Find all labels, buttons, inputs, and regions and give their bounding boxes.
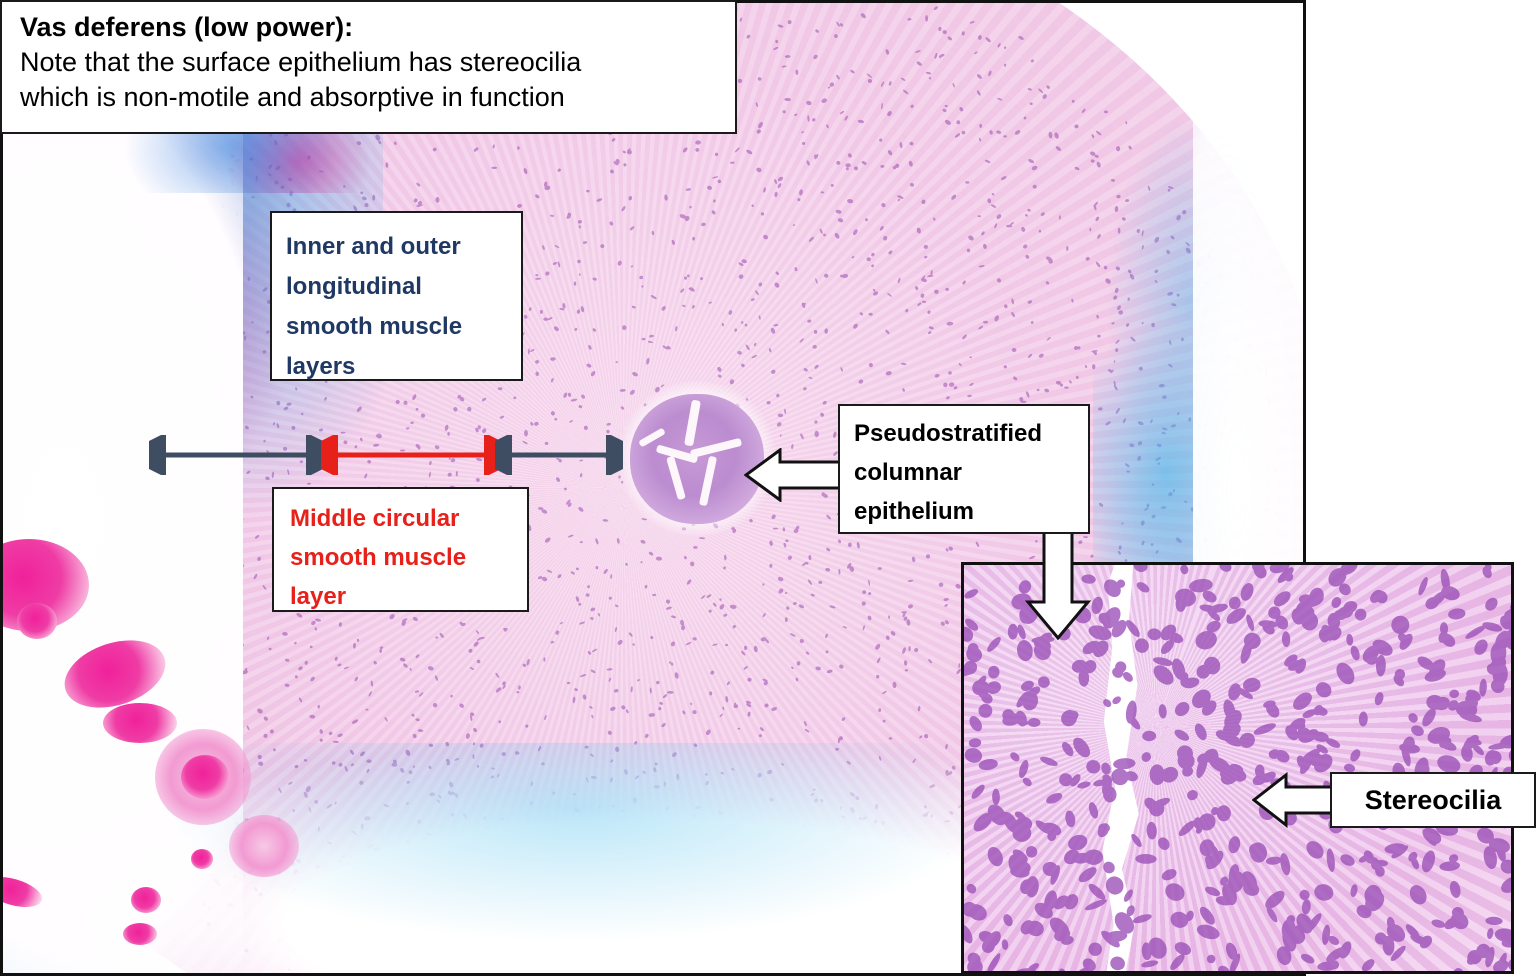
central-lumen [616,381,778,536]
label-line: Inner and outer [286,233,461,260]
blood-vessel [123,923,157,945]
label-box-stereocilia: Stereocilia [1330,772,1536,828]
blood-vessel [103,703,177,743]
inner-longitudinal-span-arrow [149,435,323,475]
title-line-3: which is non-motile and absorptive in fu… [20,82,565,112]
outer-longitudinal-span-arrow [495,435,623,475]
blood-vessel [131,887,161,913]
label-line: layers [286,353,356,380]
label-box-longitudinal-muscle: Inner and outer longitudinal smooth musc… [270,211,523,381]
label-line: Stereocilia [1364,784,1502,815]
label-line: Middle circular [290,505,460,532]
high-power-inset-panel [961,562,1514,974]
label-box-circular-muscle: Middle circular smooth muscle layer [272,487,529,612]
title-line-2: Note that the surface epithelium has ste… [20,47,582,77]
blood-vessel [17,603,57,639]
inset-link-pointer-arrow [1024,520,1092,640]
label-line: columnar [854,459,963,486]
label-line: longitudinal [286,273,422,300]
title-callout-box: Vas deferens (low power): Note that the … [0,0,737,134]
label-line: layer [290,583,347,610]
pseudostratified-columnar-epithelium [630,394,764,524]
blood-vessel [191,849,213,869]
label-line: Pseudostratified [854,420,1043,447]
middle-circular-span-arrow [321,435,501,475]
blood-vessel [229,815,299,877]
label-box-pseudostratified-epithelium: Pseudostratified columnar epithelium [838,404,1090,534]
label-line: smooth muscle [286,313,463,340]
blood-vessel [181,755,229,799]
label-line: smooth muscle [290,544,467,571]
epithelium-pointer-arrow [744,448,848,502]
label-line: epithelium [854,498,975,525]
title-heading: Vas deferens (low power): [20,12,354,42]
